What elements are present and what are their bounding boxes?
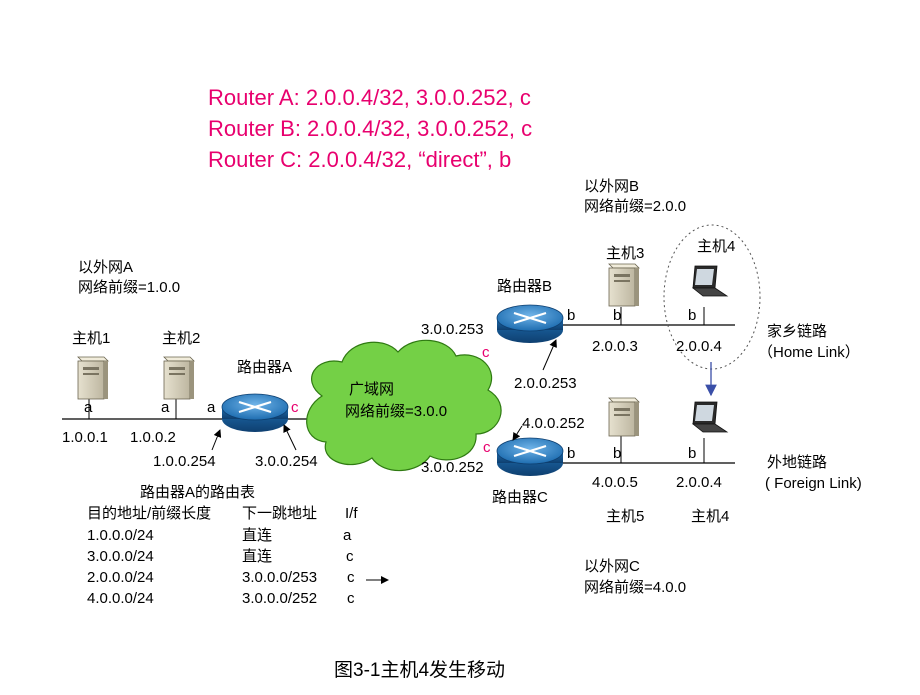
network-c-name: 以外网C: [584, 558, 640, 575]
router-b-port-b: b: [567, 307, 575, 324]
host4-foreign-label: 主机4: [691, 508, 729, 525]
network-b-prefix: 网络前缀=2.0.0: [584, 198, 686, 215]
foreign-link-en: ( Foreign Link): [765, 475, 862, 492]
router-b-ip-pointer: [542, 339, 557, 371]
router-b-ip-b: 2.0.0.253: [514, 375, 577, 392]
router-c-ip-c: 3.0.0.252: [421, 459, 484, 476]
table-cell: c: [347, 569, 355, 586]
host2-label: 主机2: [162, 330, 200, 347]
router-a-port-a: a: [207, 399, 216, 416]
headline-router-b: Router B: 2.0.0.4/32, 3.0.0.252, c: [208, 116, 532, 141]
host1-port: a: [84, 399, 93, 416]
server-icon: [608, 263, 640, 307]
home-link-label: 家乡链路: [767, 323, 827, 340]
mobile-host-highlight: [663, 224, 761, 370]
router-a-port-c: c: [291, 399, 299, 416]
table-cell: 直连: [242, 527, 272, 544]
table-cell: c: [346, 548, 354, 565]
foreign-link-label: 外地链路: [767, 454, 827, 471]
router-c-port-b: b: [567, 445, 575, 462]
table-cell: 3.0.0.0/24: [87, 548, 154, 565]
network-a-prefix: 网络前缀=1.0.0: [78, 279, 180, 296]
router-arrows-icon: [513, 444, 547, 458]
table-cell: 1.0.0.0/24: [87, 527, 154, 544]
routing-table-title: 路由器A的路由表: [140, 484, 255, 501]
router-a-ip-c-pointer: [283, 424, 297, 451]
host4-home-ip: 2.0.0.4: [676, 338, 722, 355]
network-a-name: 以外网A: [78, 259, 133, 276]
router-c: [496, 437, 564, 476]
table-cell: 3.0.0.0/253: [242, 569, 317, 586]
wan-cloud: 广域网 网络前缀=3.0.0: [306, 339, 502, 472]
routing-table-header: 下一跳地址: [242, 505, 317, 522]
host2-ip: 1.0.0.2: [130, 429, 176, 446]
routing-table: 路由器A的路由表 目的地址/前缀长度 下一跳地址 I/f 1.0.0.0/24 …: [87, 484, 389, 607]
table-cell: 4.0.0.0/24: [87, 590, 154, 607]
headline-router-a: Router A: 2.0.0.4/32, 3.0.0.252, c: [208, 85, 531, 110]
host2-port: a: [161, 399, 170, 416]
host5-ip: 4.0.0.5: [592, 474, 638, 491]
host5-label: 主机5: [606, 508, 644, 525]
router-b: [496, 304, 564, 343]
router-a-ip-c: 3.0.0.254: [255, 453, 318, 470]
wan-prefix: 网络前缀=3.0.0: [345, 403, 447, 420]
table-cell: 2.0.0.0/24: [87, 569, 154, 586]
router-a-ip-a: 1.0.0.254: [153, 453, 216, 470]
router-a: [221, 393, 289, 432]
headline-block: Router A: 2.0.0.4/32, 3.0.0.252, c Route…: [208, 85, 532, 172]
host1-label: 主机1: [72, 330, 110, 347]
host3-label: 主机3: [606, 245, 644, 262]
router-arrows-icon: [513, 311, 547, 325]
laptop-icon: [691, 401, 729, 433]
router-c-ip-pointer: [512, 425, 523, 441]
host5-port: b: [613, 445, 621, 462]
table-cell: a: [343, 527, 352, 544]
server-icon: [608, 397, 640, 437]
table-cell: 3.0.0.0/252: [242, 590, 317, 607]
host4-home-label: 主机4: [697, 238, 735, 255]
figure-caption: 图3-1主机4发生移动: [334, 659, 505, 681]
host1-ip: 1.0.0.1: [62, 429, 108, 446]
router-c-label: 路由器C: [492, 489, 548, 506]
table-cell: 直连: [242, 548, 272, 565]
router-b-ip-c: 3.0.0.253: [421, 321, 484, 338]
routing-table-header: 目的地址/前缀长度: [87, 505, 211, 522]
router-arrows-icon: [238, 400, 272, 414]
wan-name: 广域网: [349, 381, 394, 398]
router-a-label: 路由器A: [237, 359, 292, 376]
host4-foreign-ip: 2.0.0.4: [676, 474, 722, 491]
host4-foreign-port: b: [688, 445, 696, 462]
router-c-port-c: c: [483, 439, 491, 456]
headline-router-c: Router C: 2.0.0.4/32, “direct”, b: [208, 147, 511, 172]
host3-port: b: [613, 307, 621, 324]
router-b-port-c: c: [482, 344, 490, 361]
table-cell: c: [347, 590, 355, 607]
server-icon: [77, 356, 109, 400]
laptop-icon: [691, 265, 729, 297]
network-b-name: 以外网B: [584, 178, 639, 195]
host4-home-port: b: [688, 307, 696, 324]
router-b-label: 路由器B: [497, 278, 552, 295]
server-icon: [163, 356, 195, 400]
home-link-en: （Home Link）: [758, 344, 860, 361]
network-c-prefix: 网络前缀=4.0.0: [584, 579, 686, 596]
router-c-ip-b: 4.0.0.252: [522, 415, 585, 432]
router-a-ip-a-pointer: [211, 429, 222, 451]
routing-table-header: I/f: [345, 505, 358, 522]
host3-ip: 2.0.0.3: [592, 338, 638, 355]
